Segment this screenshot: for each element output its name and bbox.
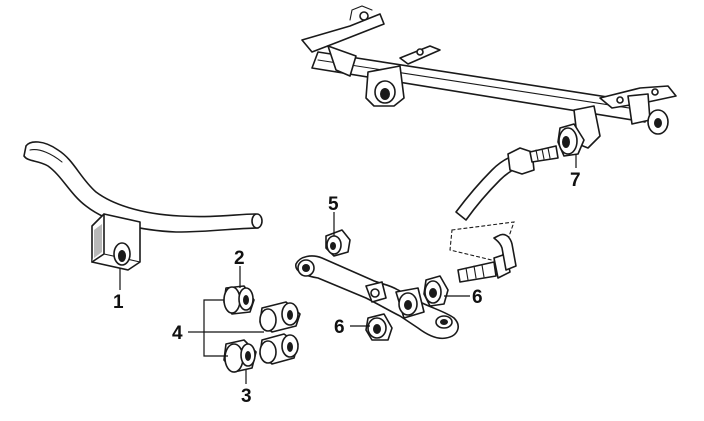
arm-bushing-lower — [365, 313, 393, 341]
stabilizer-bar — [23, 141, 263, 233]
callout-6-upper: 6 — [472, 287, 483, 308]
sleeve-upper — [259, 301, 301, 333]
callout-2: 2 — [234, 248, 245, 269]
leader-lines — [119, 154, 577, 384]
callouts: 1 2 3 4 5 6 6 7 — [113, 170, 581, 407]
arm-bushing-small — [325, 229, 351, 257]
control-arm — [295, 255, 459, 340]
callout-4: 4 — [172, 323, 183, 344]
tension-rod — [449, 145, 559, 263]
callout-5: 5 — [328, 194, 339, 215]
callout-7: 7 — [570, 170, 581, 191]
callout-1: 1 — [113, 292, 124, 313]
sleeve-lower — [259, 333, 299, 365]
callout-3: 3 — [241, 386, 252, 407]
arm-bushing-upper — [423, 275, 449, 307]
rod-bushing — [557, 123, 585, 157]
callout-6-lower: 6 — [334, 317, 345, 338]
crossmember — [301, 5, 677, 149]
threaded-rod — [457, 233, 517, 283]
leader-4 — [203, 299, 228, 357]
bushing-3 — [223, 339, 257, 373]
bar-bushing — [91, 213, 141, 271]
bushing-2 — [223, 285, 255, 315]
